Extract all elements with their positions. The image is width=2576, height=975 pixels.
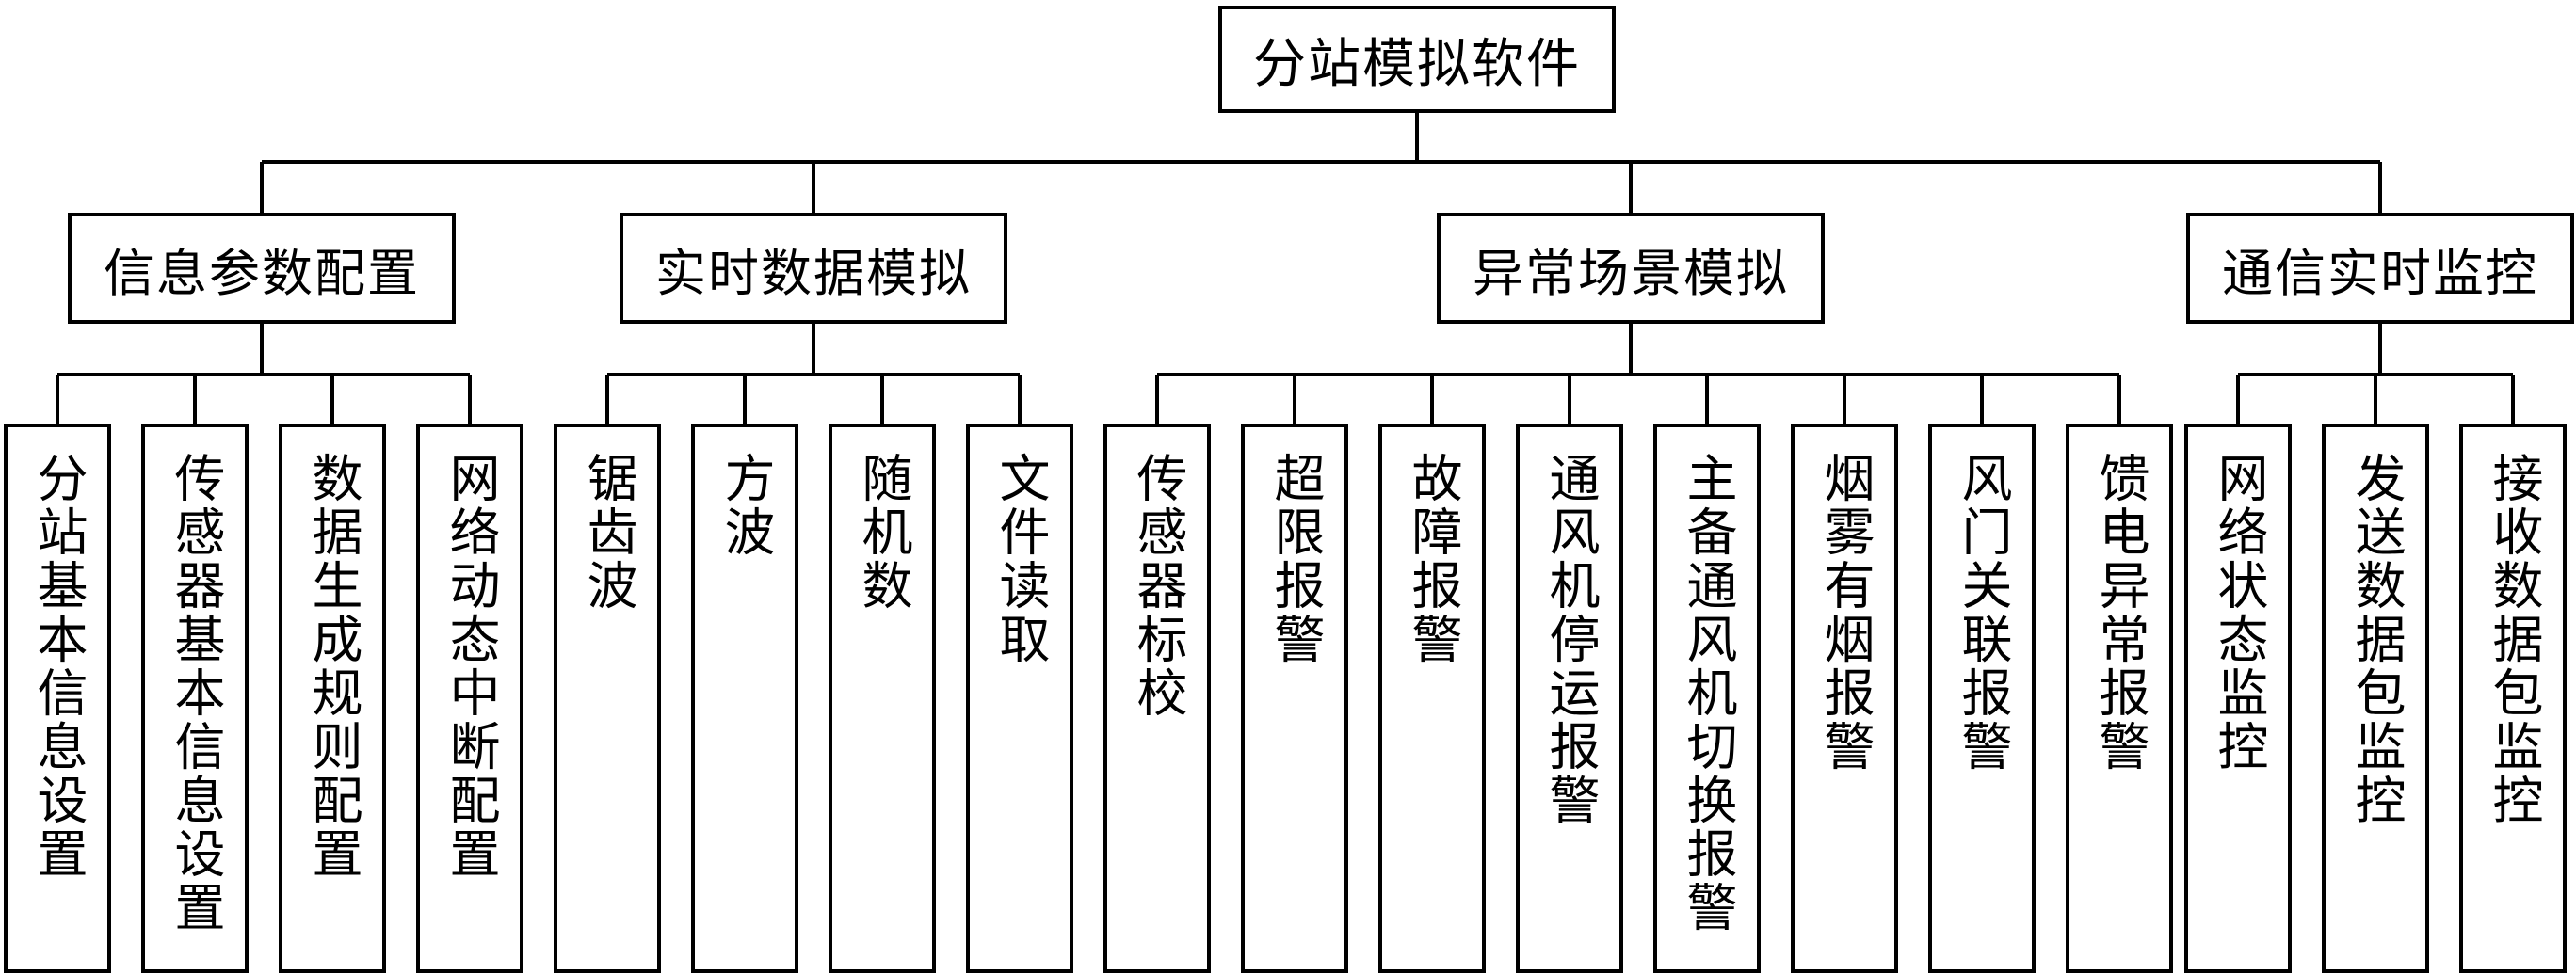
category-label: 通信实时监控 bbox=[2222, 243, 2538, 303]
leaf-label: 传感器标校 bbox=[1128, 452, 1187, 720]
category-node-info-config: 信息参数配置 bbox=[68, 213, 456, 324]
leaf-label: 方波 bbox=[716, 452, 775, 559]
leaf-label: 通风机停运报警 bbox=[1540, 452, 1600, 827]
leaf-node: 接收数据包监控 bbox=[2459, 424, 2567, 973]
category-label: 信息参数配置 bbox=[104, 243, 420, 303]
leaf-node: 传感器基本信息设置 bbox=[141, 424, 249, 973]
leaf-node: 数据生成规则配置 bbox=[279, 424, 386, 973]
leaf-node: 风门关联报警 bbox=[1928, 424, 2036, 973]
category-node-comm-monitor: 通信实时监控 bbox=[2186, 213, 2574, 324]
leaf-node: 分站基本信息设置 bbox=[4, 424, 111, 973]
leaf-label: 传感器基本信息设置 bbox=[166, 452, 225, 935]
leaf-label: 发送数据包监控 bbox=[2346, 452, 2406, 827]
leaf-label: 主备通风机切换报警 bbox=[1678, 452, 1737, 935]
leaf-node: 超限报警 bbox=[1241, 424, 1348, 973]
leaf-label: 风门关联报警 bbox=[1953, 452, 2012, 774]
category-node-realtime-data: 实时数据模拟 bbox=[620, 213, 1007, 324]
leaf-label: 数据生成规则配置 bbox=[303, 452, 362, 881]
root-node-label: 分站模拟软件 bbox=[1253, 33, 1581, 95]
leaf-node: 随机数 bbox=[829, 424, 936, 973]
leaf-label: 故障报警 bbox=[1403, 452, 1462, 666]
leaf-label: 随机数 bbox=[853, 452, 912, 613]
leaf-node: 传感器标校 bbox=[1103, 424, 1211, 973]
root-node: 分站模拟软件 bbox=[1218, 6, 1616, 113]
category-node-abnormal-scene: 异常场景模拟 bbox=[1437, 213, 1825, 324]
leaf-node: 网络动态中断配置 bbox=[416, 424, 523, 973]
leaf-node: 锯齿波 bbox=[554, 424, 661, 973]
leaf-node: 方波 bbox=[691, 424, 798, 973]
leaf-label: 锯齿波 bbox=[578, 452, 637, 613]
leaf-node: 主备通风机切换报警 bbox=[1653, 424, 1761, 973]
leaf-node: 馈电异常报警 bbox=[2066, 424, 2173, 973]
leaf-label: 网络动态中断配置 bbox=[441, 452, 500, 881]
leaf-node: 发送数据包监控 bbox=[2322, 424, 2429, 973]
leaf-label: 文件读取 bbox=[990, 452, 1050, 666]
leaf-label: 分站基本信息设置 bbox=[28, 452, 88, 881]
leaf-label: 网络状态监控 bbox=[2209, 452, 2268, 774]
leaf-node: 故障报警 bbox=[1378, 424, 1486, 973]
leaf-node: 网络状态监控 bbox=[2184, 424, 2292, 973]
leaf-label: 接收数据包监控 bbox=[2484, 452, 2543, 827]
category-label: 实时数据模拟 bbox=[655, 243, 972, 303]
category-label: 异常场景模拟 bbox=[1473, 243, 1789, 303]
leaf-label: 烟雾有烟报警 bbox=[1815, 452, 1875, 774]
leaf-label: 馈电异常报警 bbox=[2090, 452, 2149, 774]
leaf-node: 文件读取 bbox=[966, 424, 1073, 973]
leaf-label: 超限报警 bbox=[1265, 452, 1325, 666]
leaf-node: 烟雾有烟报警 bbox=[1791, 424, 1898, 973]
leaf-node: 通风机停运报警 bbox=[1516, 424, 1623, 973]
